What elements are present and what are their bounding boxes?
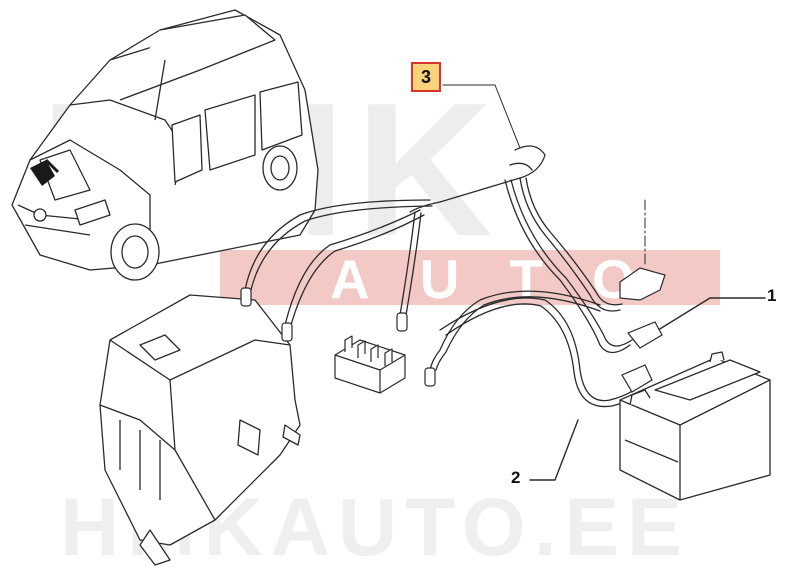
terminal-clamp-icon (240, 267, 666, 393)
callout-1-label: 1 (767, 286, 777, 305)
van-battery-marker-icon (30, 158, 60, 186)
relay-connector-icon (334, 335, 406, 394)
fuse-box-icon (99, 294, 301, 566)
callout-2-label: 2 (511, 468, 521, 487)
callout-3-label: 3 (420, 66, 431, 87)
callout-3-highlight: 3 (411, 62, 441, 92)
van-icon (11, 9, 319, 281)
battery-icon (619, 351, 771, 501)
cable-harness-icon (244, 84, 766, 481)
